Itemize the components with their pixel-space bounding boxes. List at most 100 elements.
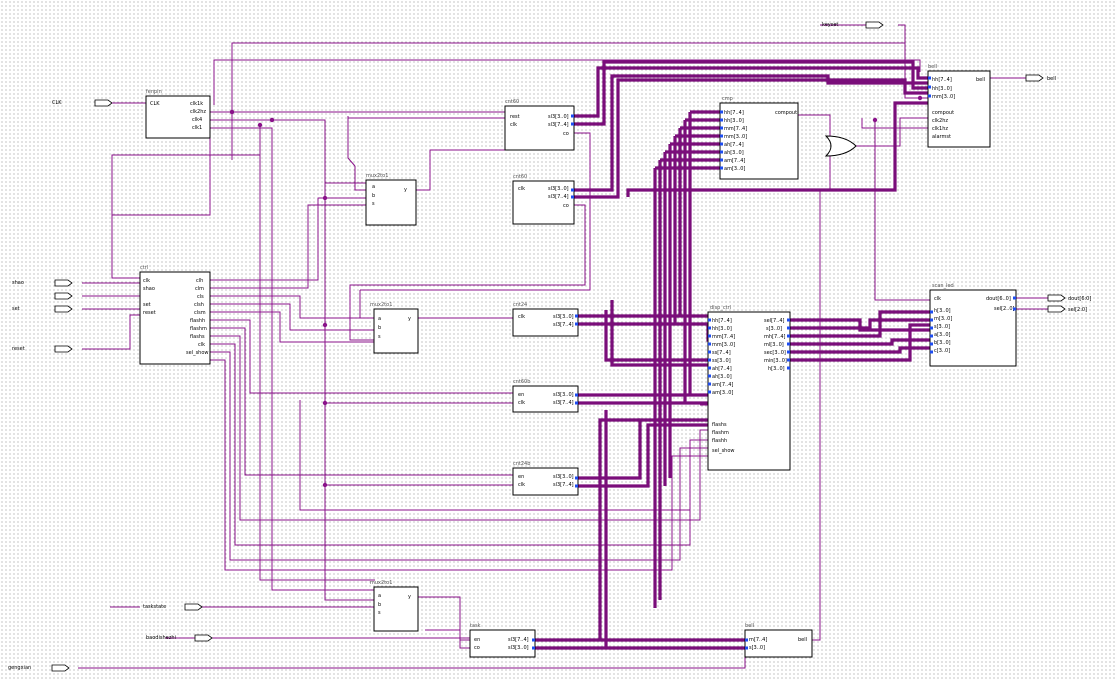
- bus-pin-marker: [930, 342, 933, 346]
- bus-pin-marker: [720, 126, 723, 130]
- block-mux2to1-c[interactable]: mux2to1 a b s y: [370, 580, 419, 632]
- port-label: alarmst: [932, 134, 951, 140]
- block-display-ctrl[interactable]: disp_ctrl hh[7..4] hh[3..0] mm[7..4] mm[…: [707, 305, 791, 471]
- input-pin-keyset[interactable]: keyset: [822, 21, 884, 29]
- input-pin-baodishezhi[interactable]: baodishezhi: [146, 634, 213, 642]
- block-title: mux2to1: [366, 173, 388, 179]
- port-label: clsh: [194, 302, 204, 308]
- port-label: y: [408, 594, 411, 600]
- input-pin-reset[interactable]: reset: [12, 345, 73, 353]
- port-label: sl3[7..4]: [548, 122, 569, 128]
- port-label: min[3..0]: [764, 358, 787, 364]
- block-cnt60-sec[interactable]: cnt60 rest clk sl3[3..0] sl3[7..4] co: [504, 99, 575, 151]
- block-cnt24[interactable]: cnt24 clk sl3[3..0] sl3[7..4]: [512, 302, 579, 337]
- port-label: s[3..0]: [749, 645, 765, 651]
- block-compare[interactable]: cmp hh[7..4] hh[3..0] mm[7..4] mm[3..0] …: [719, 96, 799, 180]
- port-label: ml[3..0]: [764, 342, 784, 348]
- bus-pin-marker: [745, 646, 748, 650]
- input-pin-2[interactable]: [54, 292, 73, 300]
- bus-pin-marker: [1013, 307, 1016, 311]
- port-label: set: [143, 302, 151, 308]
- port-label: flashm: [190, 326, 207, 332]
- or-gate[interactable]: [824, 135, 857, 157]
- bus-pin-marker: [708, 342, 711, 346]
- block-mux2to1-b[interactable]: mux2to1 a b s y: [370, 302, 419, 354]
- input-pin-clk[interactable]: CLK: [52, 99, 146, 107]
- pin-label: gengxian: [8, 665, 31, 671]
- output-pin-bell[interactable]: bell: [1025, 74, 1056, 82]
- port-label: compout: [775, 110, 797, 116]
- block-cnt60-min[interactable]: cnt60 clk sl3[3..0] sl3[7..4] co: [512, 174, 575, 225]
- input-pin-taskstate[interactable]: taskstate: [143, 603, 203, 611]
- bus-pin-marker: [720, 158, 723, 162]
- port-label: shao: [143, 286, 155, 292]
- bus-pin-marker: [787, 318, 790, 322]
- bus-pin-marker: [787, 350, 790, 354]
- block-cnt60b[interactable]: cnt60b en clk sl3[3..0] sl3[7..4]: [512, 379, 579, 413]
- input-pin-gengxian[interactable]: gengxian: [8, 664, 70, 672]
- port-label: ah[3..0]: [724, 150, 744, 156]
- bus-pin-marker: [787, 358, 790, 362]
- bus-pin-marker: [708, 318, 711, 322]
- port-label: flashs: [190, 334, 205, 340]
- pin-label: reset: [12, 346, 25, 352]
- output-pin-sel[interactable]: sel[2:0]: [1047, 305, 1087, 313]
- bus-pin-marker: [930, 350, 933, 354]
- input-pin-set[interactable]: set: [12, 305, 73, 313]
- port-label: sec[3..0]: [764, 350, 786, 356]
- input-pin-shao[interactable]: shao: [12, 279, 73, 287]
- bus-pin-marker: [1013, 296, 1016, 300]
- block-title: mux2to1: [370, 580, 392, 586]
- port-label: reset: [143, 310, 156, 316]
- port-label: sl3[3..0]: [553, 392, 574, 398]
- bus-pin-marker: [575, 476, 578, 480]
- port-label: sl3[7..4]: [553, 322, 574, 328]
- port-label: s: [378, 334, 381, 340]
- port-label: mh[7..4]: [764, 334, 786, 340]
- port-label: hh[3..0]: [932, 86, 952, 92]
- port-label: mm[3..0]: [932, 94, 955, 100]
- port-label: sel[2..0]: [994, 306, 1015, 312]
- bus-pin-marker: [571, 188, 574, 192]
- port-label: h[3..0]: [768, 366, 785, 372]
- bus-pin-marker: [708, 358, 711, 362]
- port-label: co: [563, 131, 569, 137]
- block-cnt24b[interactable]: cnt24b en clk sl3[3..0] sl3[7..4]: [512, 461, 579, 496]
- block-fenpin[interactable]: fenpin CLK clk1k clk2hz clk4 clk1: [145, 89, 211, 139]
- block-title: cnt24: [513, 302, 527, 308]
- port-label: co: [563, 203, 569, 209]
- bus-pin-marker: [930, 334, 933, 338]
- bus-pin-marker: [930, 310, 933, 314]
- port-label: hh[3..0]: [712, 326, 732, 332]
- port-label: sl3[3..0]: [553, 314, 574, 320]
- block-ctrl[interactable]: ctrl clk shao set reset clh clm cls clsh…: [139, 265, 211, 365]
- output-pin-dout[interactable]: dout[6:0]: [1047, 294, 1091, 302]
- port-label: compout: [932, 110, 954, 116]
- port-label: en: [518, 392, 524, 398]
- block-title: bell: [928, 64, 937, 70]
- bus-pin-marker: [720, 142, 723, 146]
- bus-pin-marker: [928, 85, 931, 89]
- bus-pin-marker: [720, 134, 723, 138]
- port-label: m[7..4]: [749, 637, 767, 643]
- block-task[interactable]: task en co sl3[7..4] sl3[3..0]: [469, 623, 536, 658]
- block-bell-2[interactable]: bell m[7..4] s[3..0] bell: [744, 623, 813, 658]
- port-label: ah[3..0]: [712, 374, 732, 380]
- port-label: flashm: [712, 430, 729, 436]
- block-mux2to1-a[interactable]: mux2to1 a b s y: [365, 173, 417, 226]
- port-label: dout[6..0]: [986, 296, 1011, 302]
- block-bell[interactable]: bell hh[7..4] hh[3..0] mm[3..0] compout …: [927, 64, 991, 148]
- port-label: en: [518, 474, 524, 480]
- port-label: sl3[7..4]: [553, 482, 574, 488]
- bus-pin-marker: [745, 638, 748, 642]
- port-label: clm: [195, 286, 204, 292]
- pin-label: CLK: [52, 100, 62, 106]
- port-label: sl3[3..0]: [508, 645, 529, 651]
- port-label: hh[7..4]: [712, 318, 732, 324]
- bus-pin-marker: [708, 390, 711, 394]
- block-title: task: [470, 623, 481, 629]
- block-title: cnt60: [505, 99, 519, 105]
- block-scan-led[interactable]: scan_led clk h[3..0] m[3..0] s[3..0] a[3…: [929, 283, 1017, 367]
- bus-pin-marker: [708, 326, 711, 330]
- bus-pin-marker: [928, 76, 931, 80]
